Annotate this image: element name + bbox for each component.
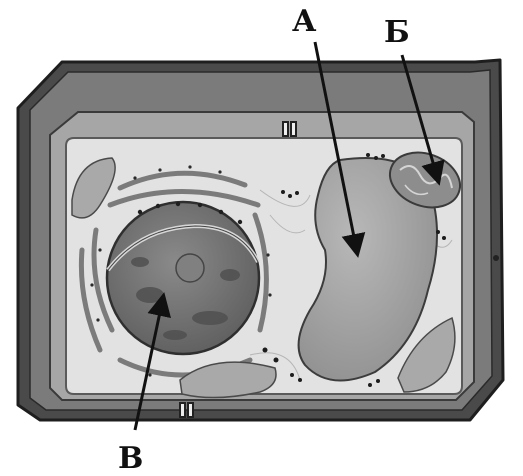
label-b: Б — [384, 15, 410, 50]
label-a: А — [292, 4, 317, 39]
nucleolus — [176, 254, 204, 282]
nucleus — [107, 202, 259, 354]
label-v: В — [118, 441, 143, 476]
wall-pore — [493, 255, 499, 261]
